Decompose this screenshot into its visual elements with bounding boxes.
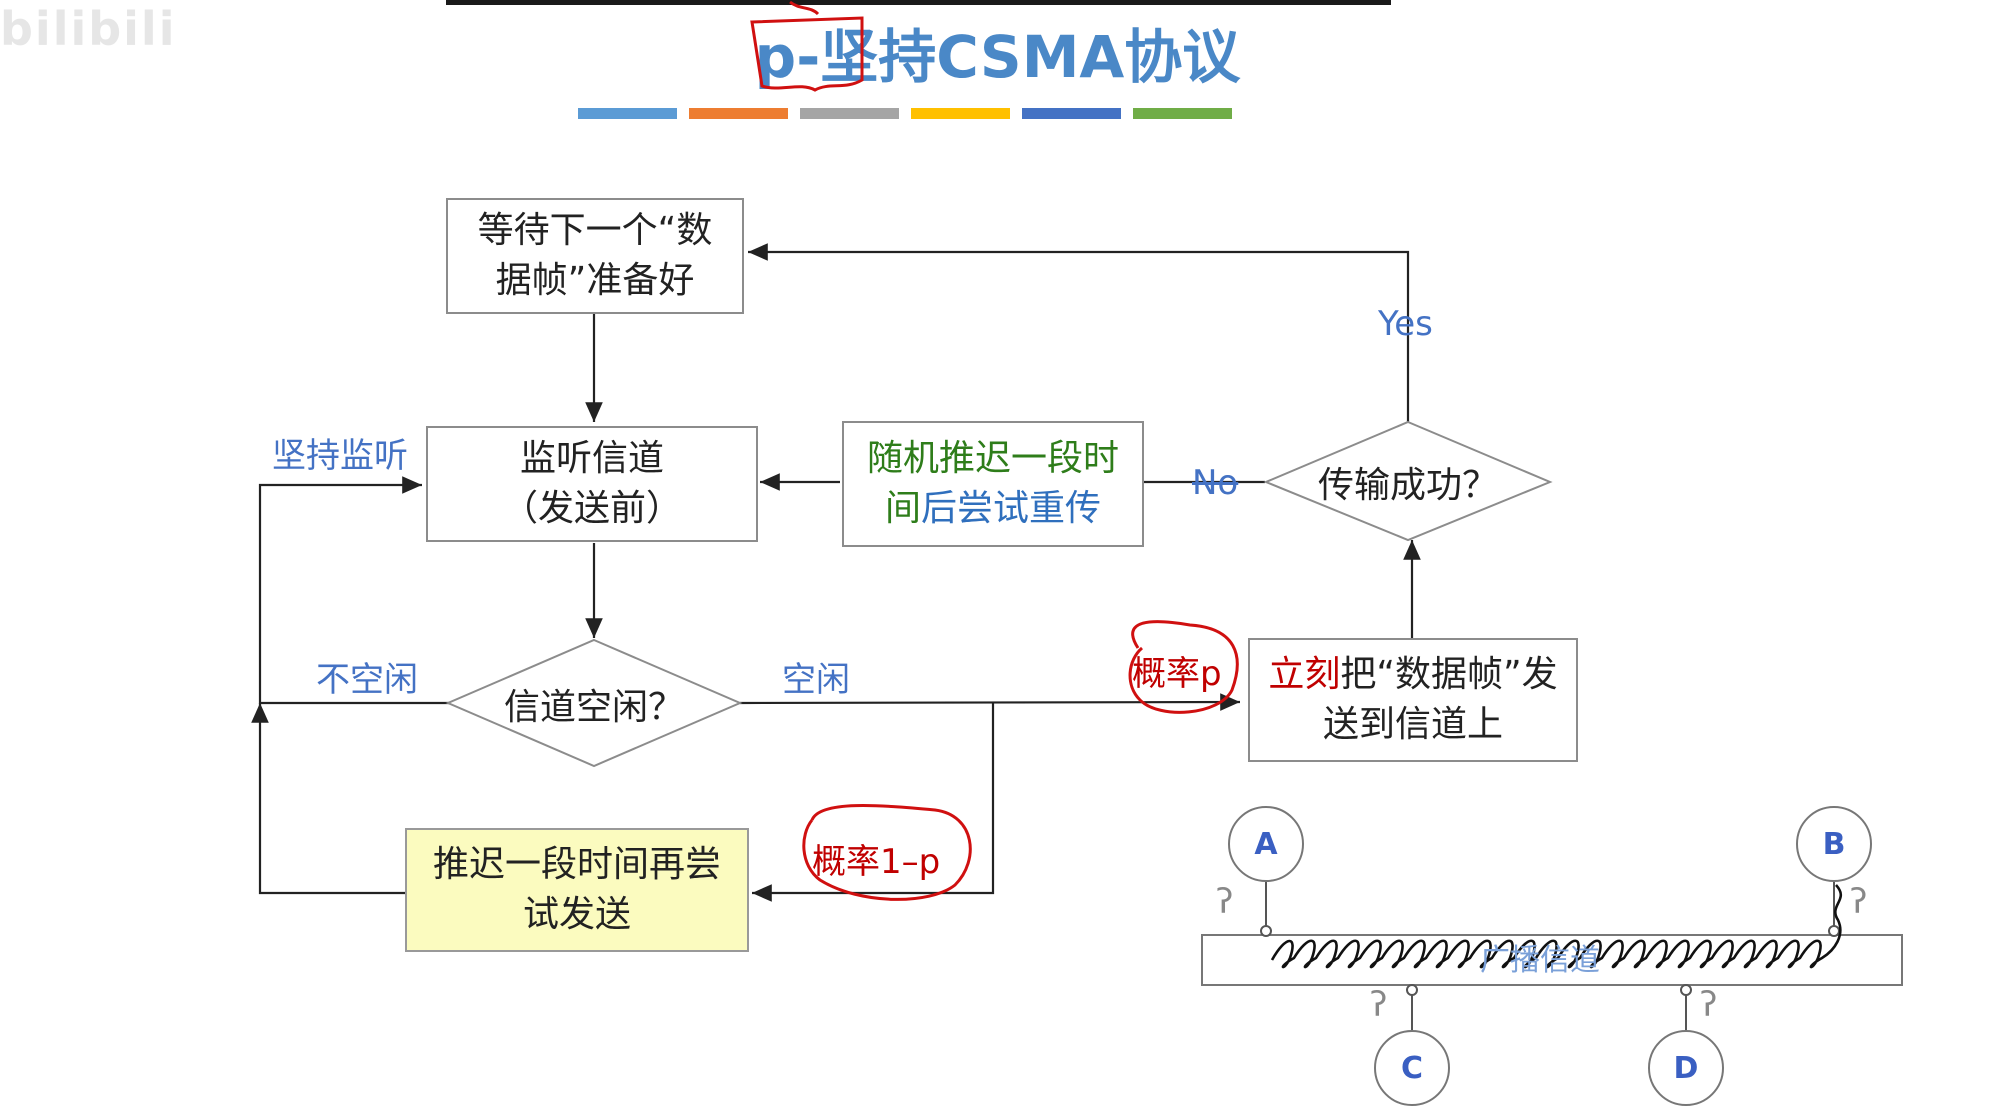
label-prob-p: 概率p [1132, 654, 1222, 694]
title-highlight: 坚持 [820, 23, 937, 91]
decision-idle-label: 信道空闲？ [503, 687, 684, 728]
backoff-line1: 随机推迟一段时 [866, 438, 1119, 480]
arrow-yes-to-wait [748, 243, 1410, 422]
node-a: A [1228, 806, 1304, 882]
bus-label: 广播信道 [1480, 943, 1600, 978]
ear-icon-a: ʔ [1216, 882, 1234, 922]
label-no: No [1192, 463, 1239, 503]
circle-prob-p [1128, 620, 1239, 714]
backoff-line2-green: 间 [884, 488, 921, 529]
color-stripe [1133, 108, 1232, 119]
ear-icon-c: ʔ [1370, 985, 1388, 1025]
decision-idle-shape [445, 638, 743, 768]
color-stripe [689, 108, 788, 119]
defer-box-line2: 试发送 [522, 894, 631, 935]
top-rule [446, 0, 1391, 5]
label-prob-1p: 概率1–p [812, 842, 941, 882]
backoff-line2-blue: 后尝试重传 [920, 488, 1101, 529]
listen-box-line2: （发送前） [501, 488, 682, 529]
label-busy: 不空闲 [316, 660, 418, 700]
circle-prob-1p [802, 804, 972, 901]
send-box-rest: 把“数据帧”发 [1340, 654, 1558, 696]
title-highlight-mark [750, 16, 864, 92]
ear-icon-d: ʔ [1700, 985, 1718, 1025]
title-suffix: CSMA协议 [936, 23, 1241, 91]
send-frame-box: 立刻把“数据帧”发 送到信道上 [1248, 638, 1578, 762]
node-d: D [1648, 1030, 1724, 1106]
defer-retry-box: 推迟一段时间再尝试发送 [405, 828, 749, 952]
color-stripe [800, 108, 899, 119]
decision-success-label: 传输成功？ [1317, 465, 1498, 506]
color-stripe [1022, 108, 1121, 119]
wait-box-line1: 等待下一个“数 [477, 210, 713, 252]
random-backoff-box: 随机推迟一段时 间后尝试重传 [842, 421, 1144, 547]
send-box-red: 立刻 [1268, 654, 1341, 696]
decision-success-shape [1263, 420, 1553, 542]
node-c: C [1374, 1030, 1450, 1106]
label-yes: Yes [1378, 304, 1433, 344]
arrow-prob-1p-to-defer [752, 703, 995, 902]
label-idle: 空闲 [782, 660, 850, 700]
arrow-busy-to-listen [258, 476, 452, 705]
label-persist-listen: 坚持监听 [272, 436, 408, 476]
send-box-line1: 立刻把“数据帧”发 [1268, 650, 1557, 700]
listen-box-line1: 监听信道 [519, 438, 664, 480]
title-prefix: p- [754, 23, 821, 91]
watermark: bilibili [0, 2, 177, 56]
arrow-defer-to-loop [251, 703, 405, 895]
wait-box-line2: 据帧”准备好 [495, 260, 695, 301]
wait-next-frame-box: 等待下一个“数据帧”准备好 [446, 198, 744, 314]
send-box-line2: 送到信道上 [1322, 704, 1503, 745]
color-stripe [911, 108, 1010, 119]
color-stripe [578, 108, 677, 119]
arrow-idle-to-send [739, 693, 1241, 711]
page-title: p-坚持CSMA协议 [0, 10, 1995, 94]
node-b: B [1796, 806, 1872, 882]
ear-icon-b: ʔ [1850, 882, 1868, 922]
defer-box-line1: 推迟一段时间再尝 [432, 844, 721, 886]
listen-channel-box: 监听信道 （发送前） [426, 426, 758, 542]
title-highlight-tick [789, 0, 820, 16]
backoff-line2: 间后尝试重传 [867, 484, 1119, 534]
